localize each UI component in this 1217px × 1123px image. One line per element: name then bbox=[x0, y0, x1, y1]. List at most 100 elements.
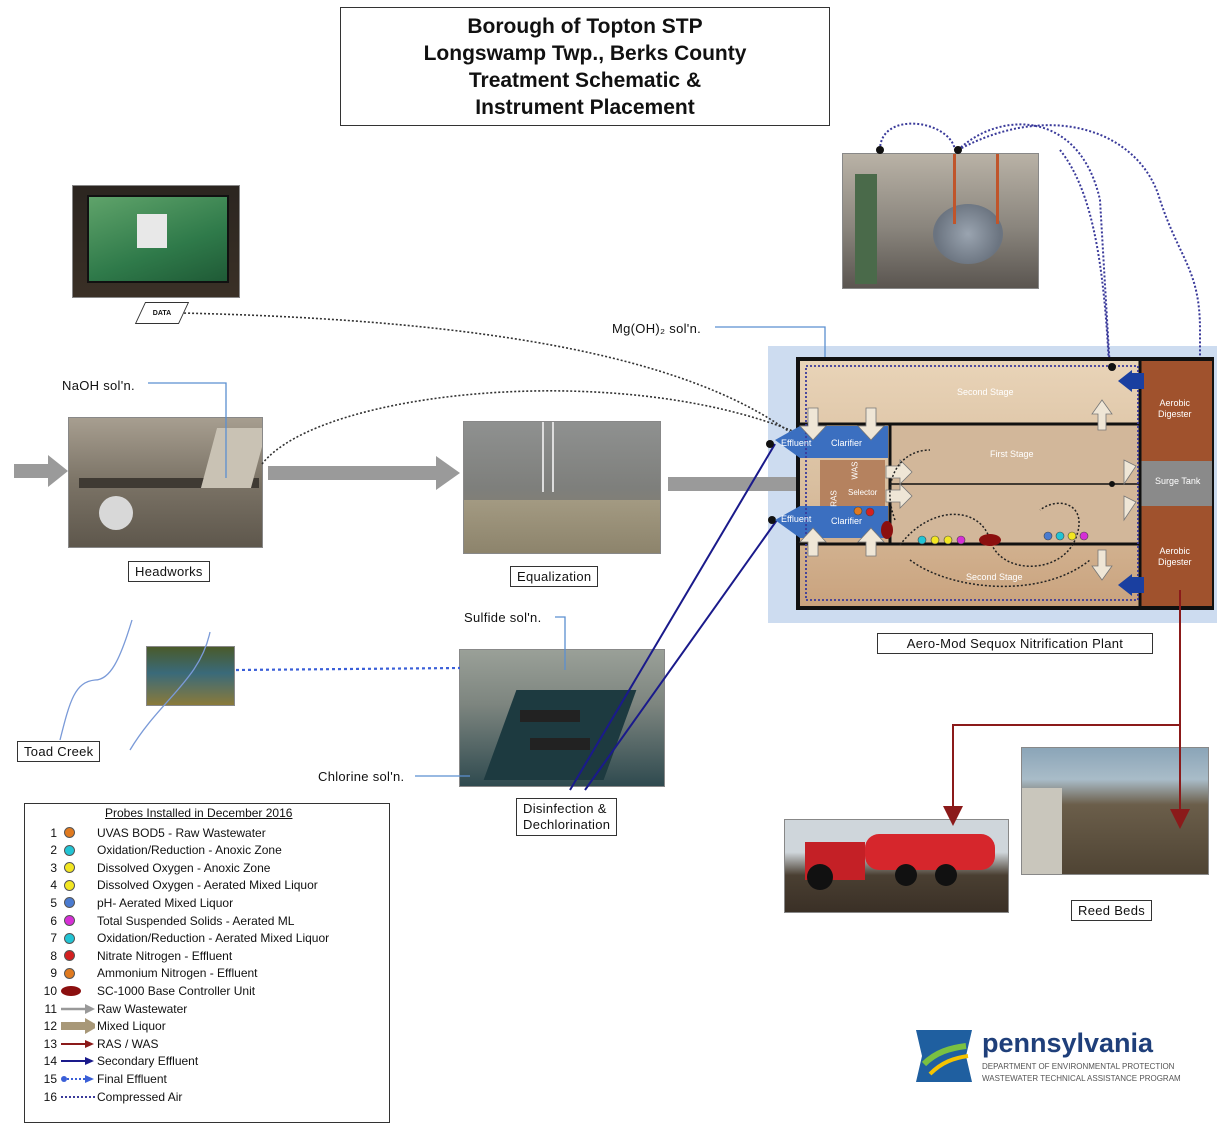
legend-row: 12 Mixed Liquor bbox=[25, 1018, 166, 1035]
legend-number: 16 bbox=[43, 1089, 57, 1104]
creek-photo bbox=[146, 646, 235, 706]
legend-symbol-icon bbox=[61, 984, 95, 998]
legend-text: Mixed Liquor bbox=[97, 1019, 166, 1034]
legend-number: 10 bbox=[43, 983, 57, 998]
legend-text: SC-1000 Base Controller Unit bbox=[97, 983, 256, 998]
logo-name: pennsylvania bbox=[982, 1028, 1154, 1058]
legend-row: 4 Dissolved Oxygen - Aerated Mixed Liquor bbox=[25, 877, 318, 894]
raw-wastewater-arrows bbox=[14, 455, 822, 500]
logo-line-1: DEPARTMENT OF ENVIRONMENTAL PROTECTION bbox=[982, 1062, 1175, 1071]
aerobic-digester-top-line-2: Digester bbox=[1158, 409, 1192, 419]
selector-label: Selector bbox=[848, 488, 878, 497]
was-label: WAS bbox=[850, 461, 860, 480]
disinfection-photo bbox=[459, 649, 665, 787]
effluent-top-label: Effluent bbox=[781, 438, 812, 448]
pa-dep-logo: pennsylvania DEPARTMENT OF ENVIRONMENTAL… bbox=[912, 1026, 1202, 1088]
legend-number: 7 bbox=[50, 931, 57, 946]
pump-room-photo bbox=[842, 153, 1039, 289]
chlorine-label: Chlorine sol'n. bbox=[318, 769, 405, 784]
legend-text: Oxidation/Reduction - Aerated Mixed Liqu… bbox=[97, 931, 330, 946]
legend-row: 16 Compressed Air bbox=[25, 1088, 183, 1105]
legend-symbol-icon bbox=[61, 949, 95, 963]
title-line-2: Longswamp Twp., Berks County bbox=[423, 41, 747, 65]
legend-text: UVAS BOD5 - Raw Wastewater bbox=[97, 825, 266, 840]
title-line-1: Borough of Topton STP bbox=[467, 14, 703, 38]
surge-tank-label: Surge Tank bbox=[1155, 476, 1201, 486]
legend-row: 3 Dissolved Oxygen - Anoxic Zone bbox=[25, 859, 270, 876]
mgoh-label: Mg(OH)₂ sol'n. bbox=[612, 321, 702, 336]
legend-symbol-icon bbox=[61, 914, 95, 928]
legend-symbol-icon bbox=[61, 931, 95, 945]
legend-symbol-icon bbox=[61, 1054, 95, 1068]
legend-text: Final Effluent bbox=[97, 1071, 167, 1086]
clarifier-bottom-label: Clarifier bbox=[831, 516, 863, 526]
equalization-label: Equalization bbox=[510, 566, 599, 587]
legend-row: 15 Final Effluent bbox=[25, 1070, 167, 1087]
legend-row: 6 Total Suspended Solids - Aerated ML bbox=[25, 912, 294, 929]
legend-row: 11 Raw Wastewater bbox=[25, 1000, 188, 1017]
equalization-photo bbox=[463, 421, 661, 554]
legend-row: 1 UVAS BOD5 - Raw Wastewater bbox=[25, 824, 266, 841]
disinfection-label-line-1: Disinfection & bbox=[523, 801, 607, 816]
legend-text: Compressed Air bbox=[97, 1089, 183, 1104]
legend-number: 3 bbox=[50, 860, 57, 875]
aerobic-digester-bottom-label: Aerobic Digester bbox=[1158, 546, 1192, 568]
legend-number: 6 bbox=[50, 913, 57, 928]
second-stage-top-label: Second Stage bbox=[957, 387, 1014, 397]
legend-row: 10 SC-1000 Base Controller Unit bbox=[25, 982, 255, 999]
legend-text: Nitrate Nitrogen - Effluent bbox=[97, 948, 233, 963]
reed-beds-label: Reed Beds bbox=[1071, 900, 1153, 921]
aerobic-digester-top-label: Aerobic Digester bbox=[1158, 398, 1192, 420]
legend-text: Total Suspended Solids - Aerated ML bbox=[97, 913, 295, 928]
tractor-photo bbox=[784, 819, 1009, 913]
legend-row: 5 pH- Aerated Mixed Liquor bbox=[25, 894, 233, 911]
legend-text: Dissolved Oxygen - Aerated Mixed Liquor bbox=[97, 878, 318, 893]
legend-symbol-icon bbox=[61, 1002, 95, 1016]
legend-symbol-icon bbox=[61, 861, 95, 875]
legend-number: 8 bbox=[50, 948, 57, 963]
legend-number: 11 bbox=[44, 1001, 57, 1016]
logo-line-2: WASTEWATER TECHNICAL ASSISTANCE PROGRAM bbox=[982, 1074, 1181, 1083]
legend-text: pH- Aerated Mixed Liquor bbox=[97, 895, 234, 910]
legend-symbol-icon bbox=[61, 826, 95, 840]
plant-schematic bbox=[775, 357, 1214, 610]
title-line-4: Instrument Placement bbox=[475, 95, 695, 119]
legend-text: Dissolved Oxygen - Anoxic Zone bbox=[97, 860, 271, 875]
data-tag-label: DATA bbox=[152, 309, 172, 317]
legend-symbol-icon bbox=[61, 1037, 95, 1051]
legend-number: 15 bbox=[43, 1071, 57, 1086]
first-stage-label: First Stage bbox=[990, 449, 1034, 459]
aerobic-digester-bottom-line-1: Aerobic bbox=[1159, 546, 1191, 556]
legend-number: 13 bbox=[43, 1036, 57, 1051]
title-line-3: Treatment Schematic & bbox=[468, 68, 702, 92]
legend-symbol-icon bbox=[61, 1072, 95, 1086]
second-stage-bottom-label: Second Stage bbox=[966, 572, 1023, 582]
plant-label: Aero-Mod Sequox Nitrification Plant bbox=[877, 633, 1153, 654]
legend-symbol-icon bbox=[61, 1018, 95, 1035]
legend-text: Oxidation/Reduction - Anoxic Zone bbox=[97, 843, 282, 858]
laptop-photo bbox=[72, 185, 240, 298]
legend-text: Secondary Effluent bbox=[97, 1054, 199, 1069]
legend-symbol-icon bbox=[61, 1090, 95, 1104]
legend-number: 9 bbox=[50, 966, 57, 981]
toad-creek-label: Toad Creek bbox=[17, 741, 101, 762]
disinfection-label-line-2: Dechlorination bbox=[523, 817, 611, 832]
legend-symbol-icon bbox=[61, 843, 95, 857]
legend-number: 12 bbox=[43, 1019, 57, 1034]
ras-label: RAS bbox=[829, 490, 839, 507]
legend-text: Ammonium Nitrogen - Effluent bbox=[97, 966, 258, 981]
legend-row: 9 Ammonium Nitrogen - Effluent bbox=[25, 965, 258, 982]
legend-title: Probes Installed in December 2016 bbox=[105, 806, 293, 820]
aerobic-digester-top-line-1: Aerobic bbox=[1159, 398, 1191, 408]
legend-text: Raw Wastewater bbox=[97, 1001, 188, 1016]
sulfide-label: Sulfide sol'n. bbox=[464, 610, 542, 625]
disinfection-label: Disinfection & Dechlorination bbox=[516, 798, 618, 836]
title-box: Borough of Topton STP Longswamp Twp., Be… bbox=[340, 7, 830, 126]
effluent-bottom-label: Effluent bbox=[781, 514, 812, 524]
legend-number: 1 bbox=[50, 825, 57, 840]
legend-number: 5 bbox=[50, 895, 57, 910]
legend-number: 4 bbox=[50, 878, 57, 893]
